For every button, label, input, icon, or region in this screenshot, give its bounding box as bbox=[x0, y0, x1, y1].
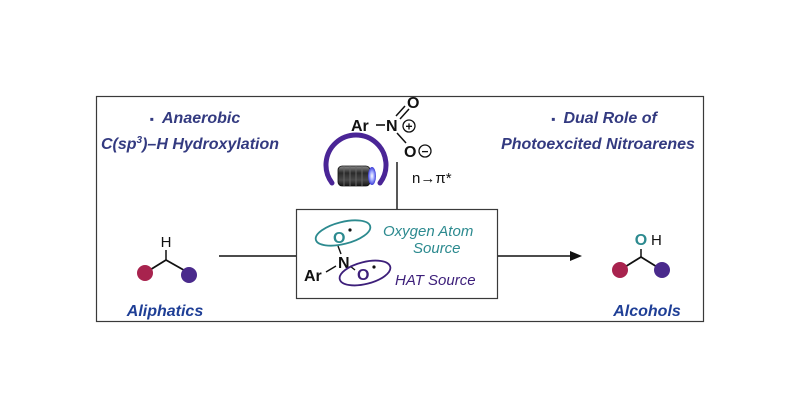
lamp-arc bbox=[323, 132, 389, 186]
oxygen-source-label-1: Oxygen Atom bbox=[383, 223, 473, 240]
nitroarene-structure: Ar N + O O − bbox=[351, 95, 432, 161]
n-o-single-bond bbox=[396, 132, 407, 144]
nitroarene-o-top: O bbox=[407, 95, 419, 112]
header-left-line1: ▪Anaerobic bbox=[150, 110, 241, 127]
nitroarene-n: N bbox=[386, 118, 398, 135]
substrate-h: H bbox=[161, 234, 172, 251]
arrow-out-head bbox=[570, 251, 582, 261]
nitroarene-o-bottom: O bbox=[404, 144, 416, 161]
outer-frame bbox=[95, 95, 705, 323]
hat-source-ellipse bbox=[338, 259, 392, 287]
substrate-structure: H Aliphatics bbox=[126, 234, 204, 320]
radical-o-bottom: O bbox=[357, 267, 369, 284]
center-box bbox=[295, 208, 499, 300]
substrate-group-red bbox=[137, 265, 153, 281]
excitation-label: n→π* bbox=[412, 170, 452, 187]
n-ar-bond bbox=[325, 265, 337, 273]
header-right: ▪Dual Role of Photoexcited Nitroarenes bbox=[501, 110, 695, 153]
hat-source-label: HAT Source bbox=[395, 272, 476, 289]
radical-n: N bbox=[338, 255, 350, 272]
radical-structure: O N Ar O Oxygen Atom Source HAT Source bbox=[304, 219, 476, 289]
header-left-line2: C(sp3)–H Hydroxylation bbox=[101, 135, 279, 153]
radical-ar: Ar bbox=[304, 268, 322, 285]
o-n-bond bbox=[337, 245, 342, 255]
n-o-double-bond-b bbox=[399, 108, 410, 120]
product-structure: O H Alcohols bbox=[612, 232, 681, 320]
header-right-line1: ▪Dual Role of bbox=[551, 110, 658, 127]
lamp-glow bbox=[368, 167, 376, 185]
minus-charge-circle bbox=[418, 144, 432, 158]
n-o-double-bond-a bbox=[395, 105, 406, 117]
header-left: ▪Anaerobic C(sp3)–H Hydroxylation bbox=[101, 110, 279, 153]
radical-o-top: O bbox=[333, 230, 345, 247]
product-group-purple bbox=[654, 262, 670, 278]
product-group-red bbox=[612, 262, 628, 278]
product-o: O bbox=[635, 232, 647, 249]
plus-charge: + bbox=[405, 120, 412, 134]
radical-dot-top bbox=[348, 228, 352, 232]
oxygen-source-label-2: Source bbox=[413, 240, 461, 257]
product-caption: Alcohols bbox=[612, 303, 681, 320]
substrate-group-purple bbox=[181, 267, 197, 283]
product-h: H bbox=[651, 232, 662, 249]
minus-charge: − bbox=[421, 145, 428, 159]
header-right-line2: Photoexcited Nitroarenes bbox=[501, 136, 695, 153]
plus-charge-circle bbox=[402, 119, 416, 133]
lamp-icon bbox=[323, 132, 389, 187]
radical-dot-bottom bbox=[372, 265, 376, 269]
substrate-caption: Aliphatics bbox=[126, 303, 204, 320]
nitroarene-ar: Ar bbox=[351, 118, 369, 135]
lamp-body bbox=[337, 165, 371, 187]
oxygen-source-ellipse bbox=[314, 219, 372, 247]
